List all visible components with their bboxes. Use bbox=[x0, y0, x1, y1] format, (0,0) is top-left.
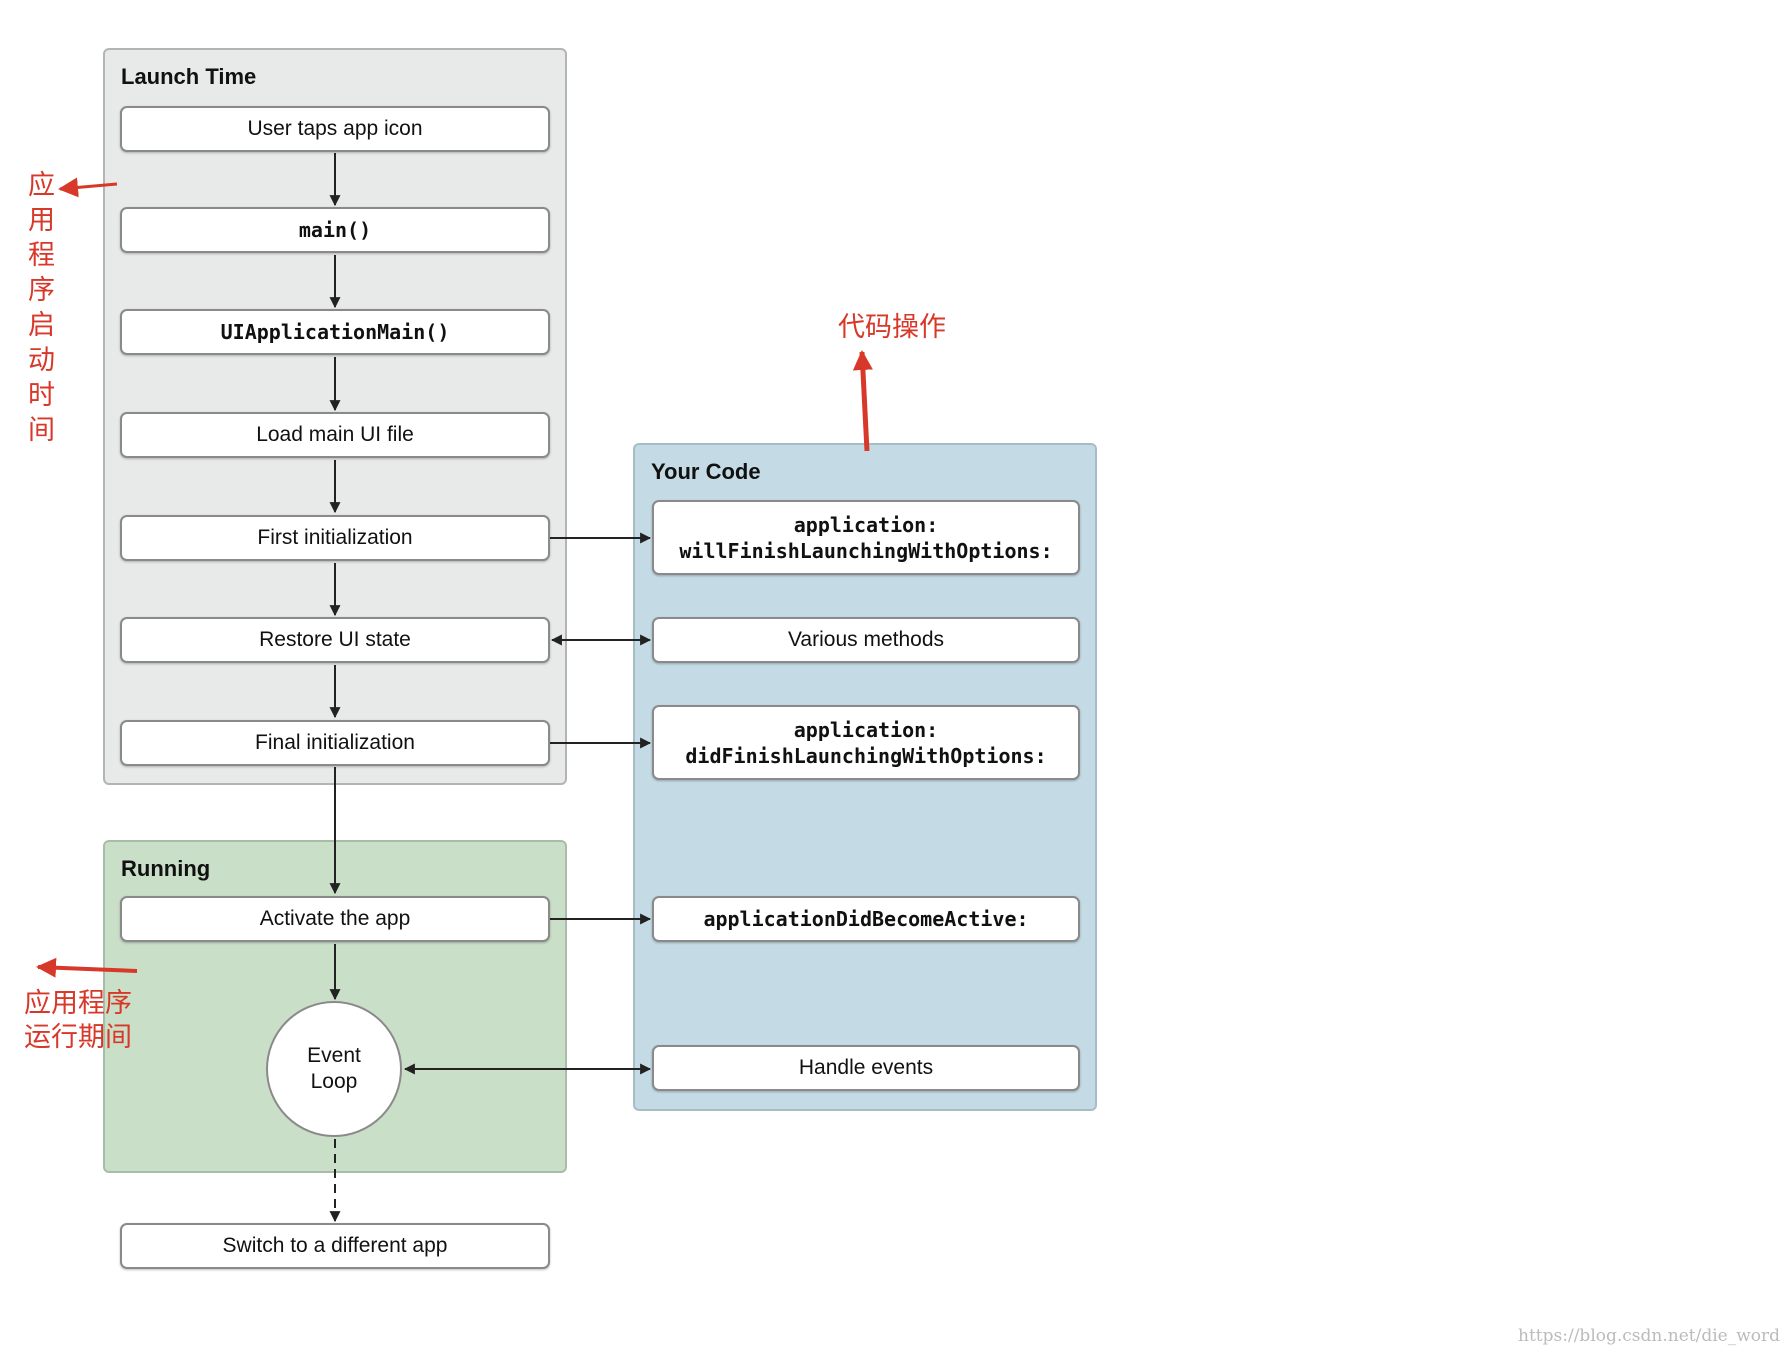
activate-the-app-box: Activate the app bbox=[120, 896, 550, 942]
first-init-label: First initialization bbox=[257, 526, 413, 549]
launch-time-annotation: 应用程序启动时间 bbox=[28, 170, 55, 445]
handle-events-box: Handle events bbox=[652, 1045, 1080, 1091]
switch-to-different-app-box: Switch to a different app bbox=[120, 1223, 550, 1269]
handle-events-label: Handle events bbox=[798, 1056, 934, 1079]
running-title: Running bbox=[121, 856, 211, 881]
did-finish-launching-box: application: didFinishLaunchingWithOptio… bbox=[652, 705, 1080, 780]
event-loop-line1: Event bbox=[307, 1044, 361, 1067]
running-annotation-line1: 应用程序 bbox=[24, 988, 132, 1018]
did-become-active-box: applicationDidBecomeActive: bbox=[652, 896, 1080, 942]
will-finish-launching-box: application: willFinishLaunchingWithOpti… bbox=[652, 500, 1080, 575]
event-loop-label: Event Loop bbox=[307, 1043, 361, 1095]
load-ui-label: Load main UI file bbox=[256, 423, 414, 446]
main-label: main() bbox=[298, 218, 372, 242]
load-main-ui-file-box: Load main UI file bbox=[120, 412, 550, 458]
will-finish-line2: willFinishLaunchingWithOptions: bbox=[679, 538, 1053, 563]
user-taps-app-icon-box: User taps app icon bbox=[120, 106, 550, 152]
running-annotation: 应用程序 运行期间 bbox=[24, 986, 132, 1054]
did-become-active-label: applicationDidBecomeActive: bbox=[703, 907, 1029, 931]
user-taps-label: User taps app icon bbox=[247, 117, 423, 140]
your-code-annotation: 代码操作 bbox=[838, 312, 946, 342]
various-methods-label: Various methods bbox=[787, 628, 945, 651]
red-arrow-launch bbox=[58, 177, 118, 198]
event-loop-circle: Event Loop bbox=[266, 1001, 402, 1137]
your-code-title: Your Code bbox=[651, 459, 761, 484]
restore-ui-label: Restore UI state bbox=[259, 628, 411, 651]
event-loop-line2: Loop bbox=[310, 1070, 358, 1093]
did-finish-line2: didFinishLaunchingWithOptions: bbox=[685, 743, 1047, 768]
first-initialization-box: First initialization bbox=[120, 515, 550, 561]
various-methods-box: Various methods bbox=[652, 617, 1080, 663]
uiapplicationmain-label: UIApplicationMain() bbox=[220, 320, 450, 344]
red-arrow-running bbox=[36, 957, 138, 978]
restore-ui-state-box: Restore UI state bbox=[120, 617, 550, 663]
final-init-label: Final initialization bbox=[255, 731, 415, 754]
switch-app-label: Switch to a different app bbox=[222, 1234, 448, 1257]
uiapplicationmain-box: UIApplicationMain() bbox=[120, 309, 550, 355]
running-annotation-line2: 运行期间 bbox=[24, 1022, 132, 1052]
watermark: https://blog.csdn.net/die_word bbox=[1518, 1326, 1780, 1346]
will-finish-line1: application: bbox=[793, 512, 939, 537]
did-finish-line1: application: bbox=[793, 717, 939, 742]
activate-label: Activate the app bbox=[259, 907, 411, 930]
final-initialization-box: Final initialization bbox=[120, 720, 550, 766]
main-box: main() bbox=[120, 207, 550, 253]
launch-time-title: Launch Time bbox=[121, 64, 257, 89]
red-arrow-code bbox=[852, 350, 873, 452]
